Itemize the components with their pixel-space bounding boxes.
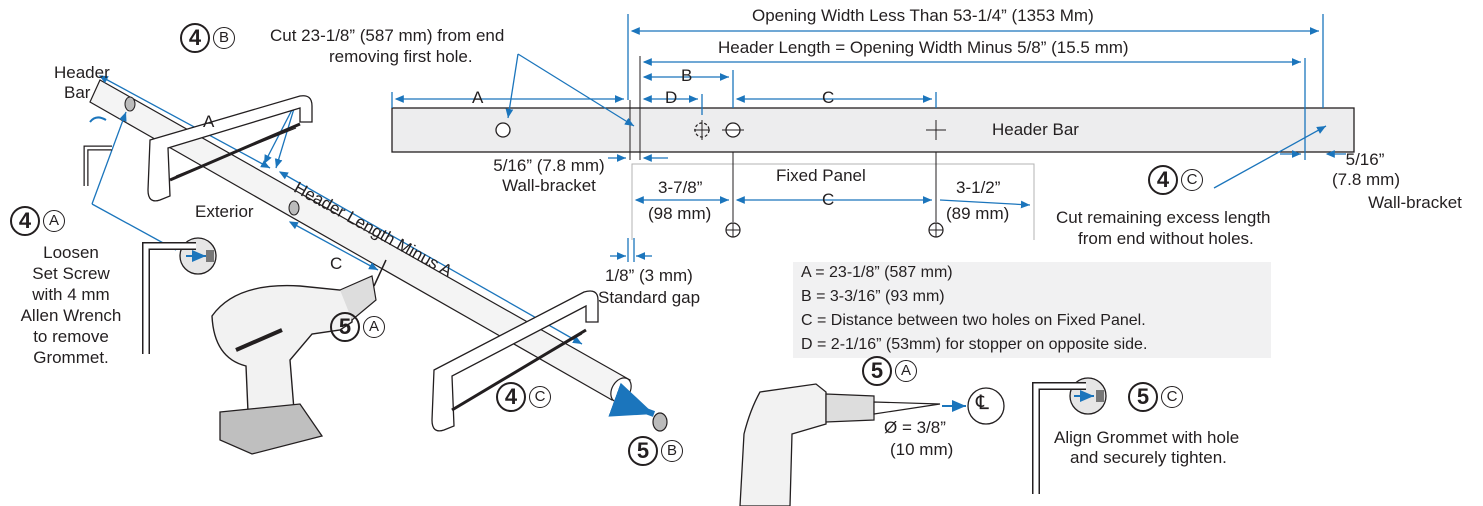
legend-b: B = 3-3/16” (93 mm) xyxy=(801,288,945,305)
step-5a-badge-drill: 5 A xyxy=(862,356,917,386)
step-4b-badge: 4 B xyxy=(180,23,235,53)
step-4c-badge-saw: 4 C xyxy=(496,382,551,412)
step-4a-text-5: to remove xyxy=(33,327,109,346)
hacksaw-bottom xyxy=(431,290,599,432)
hacksaw-top xyxy=(147,95,313,202)
legend-a: A = 23-1/8” (587 mm) xyxy=(801,264,953,281)
fixed-panel-left-dim: 3-7/8” xyxy=(658,178,703,197)
step-5c-text-2: and securely tighten. xyxy=(1070,448,1227,467)
step-number: 4 xyxy=(180,23,210,53)
step-letter: B xyxy=(661,440,683,462)
header-bar-label: Header Bar xyxy=(992,120,1079,139)
step-4a-text-2: Set Screw xyxy=(32,264,110,283)
left-bracket-dim: 5/16” (7.8 mm) xyxy=(493,156,605,175)
gap-label: Standard gap xyxy=(598,288,701,307)
grommet-detail-5c xyxy=(1032,377,1107,494)
step-letter: C xyxy=(1181,169,1203,191)
right-bracket-label: Wall-bracket xyxy=(1368,193,1462,212)
fixed-panel-right-dim: 3-1/2” xyxy=(956,178,1001,197)
saw-a-label: A xyxy=(203,112,215,131)
step-4a-badge: 4 A xyxy=(10,206,65,236)
cordless-drill xyxy=(211,259,387,455)
centerline-symbol: ℄ xyxy=(976,392,989,414)
step-4c-text-1: Cut remaining excess length xyxy=(1056,208,1271,227)
step-number: 4 xyxy=(10,206,40,236)
opening-width-label: Opening Width Less Than 53-1/4” (1353 Mm… xyxy=(752,6,1094,25)
dim-d-label: D xyxy=(665,88,678,107)
step-letter: C xyxy=(1161,386,1183,408)
c-dim-label: C xyxy=(330,254,343,273)
step-letter: B xyxy=(213,27,235,49)
fixed-panel-right-dim-mm: (89 mm) xyxy=(946,204,1010,223)
fixed-panel-label: Fixed Panel xyxy=(776,166,866,185)
grommet-5b xyxy=(608,382,668,432)
step-letter: A xyxy=(895,360,917,382)
gap-dim: 1/8” (3 mm) xyxy=(605,266,693,285)
step-4a-text-4: Allen Wrench xyxy=(20,306,122,325)
drill-bit-detail-5a xyxy=(739,383,1005,506)
step-letter: A xyxy=(43,210,65,232)
header-bar-title-1: Header xyxy=(54,63,110,82)
step-5a-badge-left: 5 A xyxy=(330,312,385,342)
right-bracket-dim-mm: (7.8 mm) xyxy=(1332,170,1400,189)
dim-a-label: A xyxy=(472,88,484,107)
step-4a-text-6: Grommet. xyxy=(33,348,109,367)
step-number: 4 xyxy=(1148,165,1178,195)
right-bracket-dim: 5/16” xyxy=(1345,150,1385,169)
dim-c-label: C xyxy=(822,88,835,107)
drill-diameter-mm: (10 mm) xyxy=(890,440,954,459)
legend-d: D = 2-1/16” (53mm) for stopper on opposi… xyxy=(801,336,1148,353)
legend-c: C = Distance between two holes on Fixed … xyxy=(801,312,1146,329)
step-number: 5 xyxy=(330,312,360,342)
step-number: 5 xyxy=(1128,382,1158,412)
header-bar-elevation xyxy=(391,56,1355,160)
step-4b-text-1: Cut 23-1/8” (587 mm) from end xyxy=(270,26,505,45)
dim-b-label: B xyxy=(681,66,693,85)
step-letter: A xyxy=(363,316,385,338)
header-bar-perspective xyxy=(83,75,632,403)
step-number: 5 xyxy=(862,356,892,386)
fixed-panel-left-dim-mm: (98 mm) xyxy=(648,204,712,223)
step-4c-badge-top: 4 C xyxy=(1148,165,1203,195)
step-letter: C xyxy=(529,386,551,408)
legend-box: A = 23-1/8” (587 mm) B = 3-3/16” (93 mm)… xyxy=(793,262,1271,358)
step-5c-badge: 5 C xyxy=(1128,382,1183,412)
left-bracket-label: Wall-bracket xyxy=(502,176,596,195)
step-4c-text-2: from end without holes. xyxy=(1078,229,1254,248)
step-5b-badge: 5 B xyxy=(628,436,683,466)
header-bar-title-2: Bar xyxy=(64,83,91,102)
step-4a-text-3: with 4 mm xyxy=(32,285,110,304)
grommet-detail-4a xyxy=(142,237,217,354)
top-dimension-lines xyxy=(391,14,1346,189)
step-4a-text-1: Loosen xyxy=(43,243,99,262)
exterior-label: Exterior xyxy=(195,202,254,221)
step-number: 5 xyxy=(628,436,658,466)
header-length-label: Header Length = Opening Width Minus 5/8”… xyxy=(718,38,1129,57)
step-number: 4 xyxy=(496,382,526,412)
step-5c-text-1: Align Grommet with hole xyxy=(1054,428,1240,447)
fixed-panel-c-label: C xyxy=(822,190,835,209)
step-4b-text-2: removing first hole. xyxy=(329,47,473,66)
fixed-panel xyxy=(610,152,1035,262)
drill-diameter: Ø = 3/8” xyxy=(884,418,946,437)
